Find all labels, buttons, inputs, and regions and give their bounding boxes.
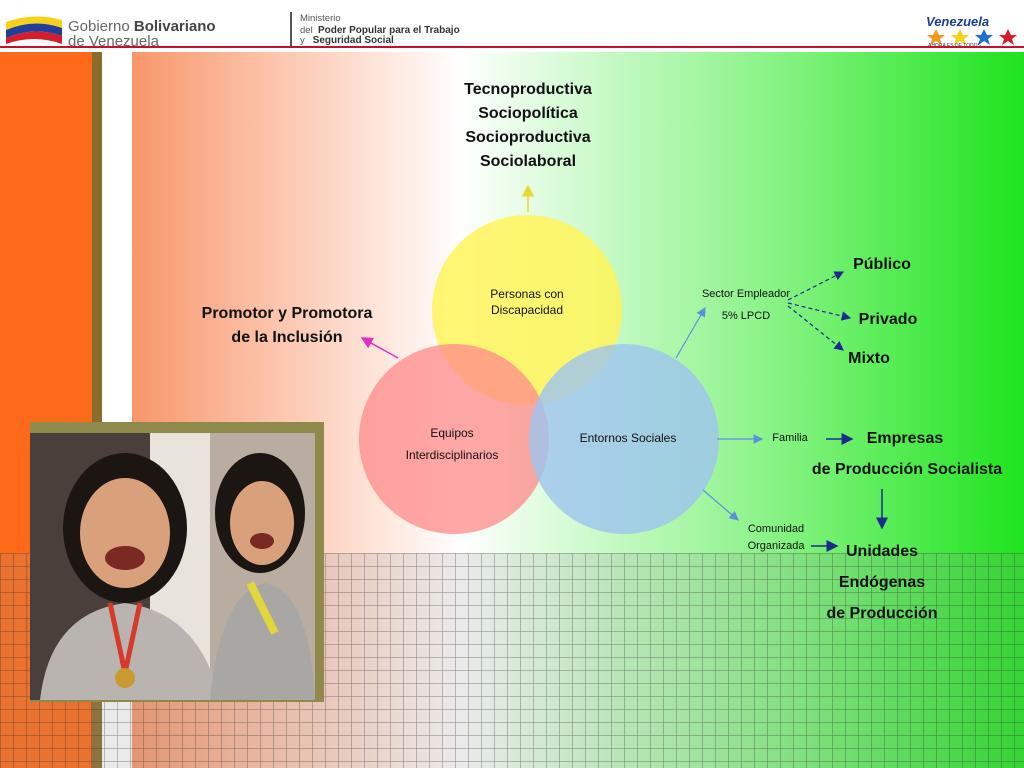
ministry-line-3: y Seguridad Social	[300, 35, 394, 46]
header-divider	[290, 12, 292, 46]
top-list-item: Tecnoproductiva	[464, 81, 592, 98]
ministry-line-2: del Poder Popular para el Trabajo	[300, 25, 460, 36]
left-olive-band	[92, 52, 102, 768]
promotor-label: Promotor y Promotora de la Inclusión	[201, 305, 373, 346]
header-bar: Gobierno Bolivariano de Venezuela Minist…	[0, 0, 1024, 52]
gov-line-1: Gobierno Bolivariano	[68, 18, 216, 35]
empresas-label-2: de Producción Socialista	[811, 461, 1003, 478]
circle-personas-label: Personas con Discapacidad	[490, 287, 564, 317]
venezuela-flag-icon	[6, 16, 62, 44]
photo-two-women-laughing	[30, 433, 315, 700]
arrow-to-mixto	[787, 305, 844, 351]
familia-label: Familia	[772, 432, 808, 444]
unidades-label: Unidades Endógenas de Producción	[826, 543, 938, 622]
top-list-item: Sociolaboral	[479, 153, 577, 170]
arrow-to-sector	[675, 306, 706, 359]
arrow-to-publico	[787, 271, 845, 301]
circle-equipos	[359, 344, 549, 534]
ministry-line-1: Ministerio	[300, 13, 341, 24]
target-privado: Privado	[858, 311, 918, 328]
gov-line-2: de Venezuela	[68, 33, 159, 50]
circle-entornos	[529, 344, 719, 534]
top-list-item: Socioproductiva	[465, 129, 591, 146]
comunidad-label: Comunidad Organizada	[747, 523, 805, 552]
arrow-to-comunidad	[702, 489, 739, 521]
brand-venezuela: Venezuela	[926, 14, 990, 29]
stars-logo-icon	[927, 29, 1017, 45]
arrow-to-promotor	[360, 337, 399, 359]
top-list: Tecnoproductiva Sociopolítica Socioprodu…	[448, 78, 608, 174]
target-mixto: Mixto	[848, 350, 890, 367]
arrow-to-privado	[787, 302, 852, 321]
top-list-item: Sociopolítica	[478, 105, 578, 122]
empresas-label-1: Empresas	[866, 430, 944, 447]
sector-label: Sector Empleador 5% LPCD	[701, 288, 791, 322]
target-publico: Público	[853, 256, 911, 273]
circle-equipos-label: Equipos Interdisciplinarios	[405, 426, 499, 462]
circle-entornos-label: Entornos Sociales	[579, 431, 677, 445]
header-red-line	[0, 46, 1024, 48]
